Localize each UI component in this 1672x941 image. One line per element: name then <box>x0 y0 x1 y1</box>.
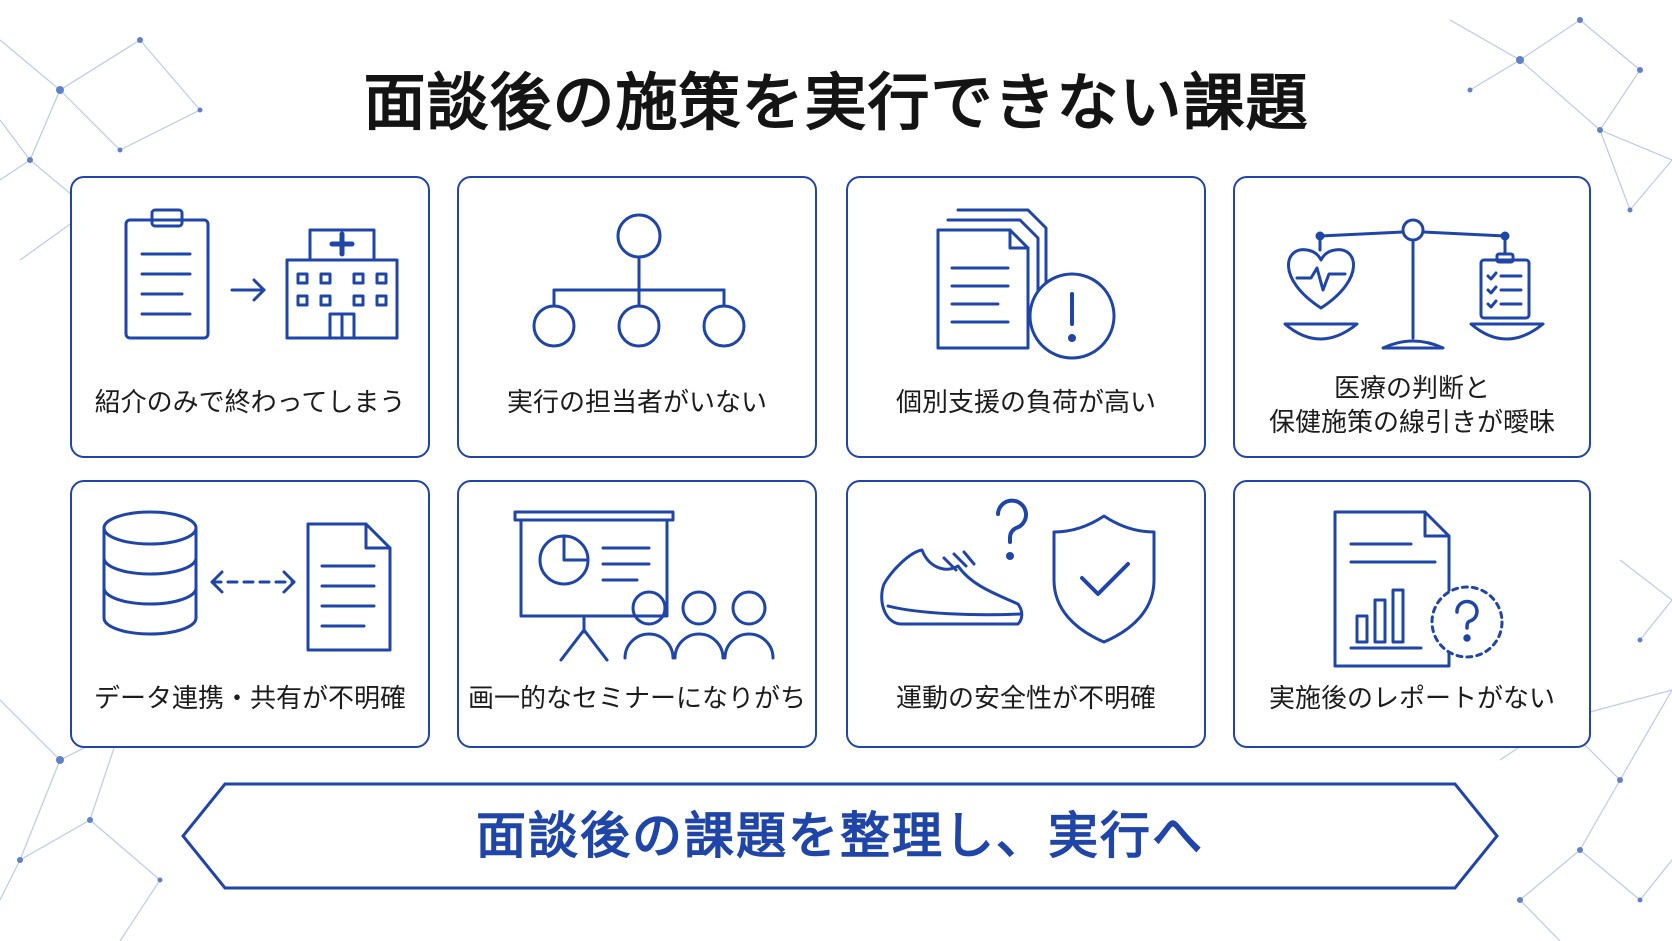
question-icon <box>996 498 1028 560</box>
issue-card-no-owner: 実行の担当者がいない <box>457 176 817 458</box>
card-label-line-1: 医療の判断と <box>1333 374 1490 404</box>
card-label-line-2: 保健施策の線引きが曖昧 <box>1268 408 1555 438</box>
banner-shape <box>181 782 1499 890</box>
exclamation-icon <box>1028 272 1116 360</box>
double-arrow-icon <box>210 570 296 594</box>
issue-card-boundary-unclear: 医療の判断と 保健施策の線引きが曖昧 <box>1233 176 1591 458</box>
card-label: 個別支援の負荷が高い <box>895 388 1156 418</box>
issue-card-uniform-seminar: 画一的なセミナーになりがち <box>457 480 817 748</box>
heart-pulse-icon <box>1287 248 1355 310</box>
issue-card-exercise-safety: 運動の安全性が不明確 <box>846 480 1206 748</box>
issue-card-referral-only: 紹介のみで終わってしまう <box>70 176 430 458</box>
issue-card-data-sharing: データ連携・共有が不明確 <box>70 480 430 748</box>
page-title: 面談後の施策を実行できない課題 <box>363 66 1309 139</box>
audience-icon <box>623 590 775 660</box>
sneaker-icon <box>880 548 1024 626</box>
presentation-board-icon <box>513 510 675 662</box>
card-label: 実行の担当者がいない <box>506 388 767 418</box>
issue-card-high-load: 個別支援の負荷が高い <box>846 176 1206 458</box>
card-label: データ連携・共有が不明確 <box>93 684 406 714</box>
clipboard-icon <box>124 208 210 340</box>
issue-card-no-report: 実施後のレポートがない <box>1233 480 1591 748</box>
question-circle-icon <box>1430 585 1504 659</box>
document-stack-icon <box>936 208 1048 350</box>
database-icon <box>102 510 198 636</box>
bar-chart-icon <box>1349 588 1423 650</box>
document-icon <box>306 522 392 652</box>
org-chart-icon <box>532 213 746 348</box>
arrow-right-icon <box>230 278 266 302</box>
card-label: 実施後のレポートがない <box>1268 684 1555 714</box>
card-label: 運動の安全性が不明確 <box>895 684 1156 714</box>
checklist-icon <box>1479 252 1531 320</box>
balance-scale-icon <box>1283 218 1545 350</box>
hospital-icon <box>285 228 399 340</box>
card-label: 紹介のみで終わってしまう <box>94 388 406 418</box>
shield-check-icon <box>1052 514 1156 644</box>
banner-message: 面談後の課題を整理し、実行へ <box>476 807 1204 865</box>
card-label: 画一的なセミナーになりがち <box>467 684 806 714</box>
